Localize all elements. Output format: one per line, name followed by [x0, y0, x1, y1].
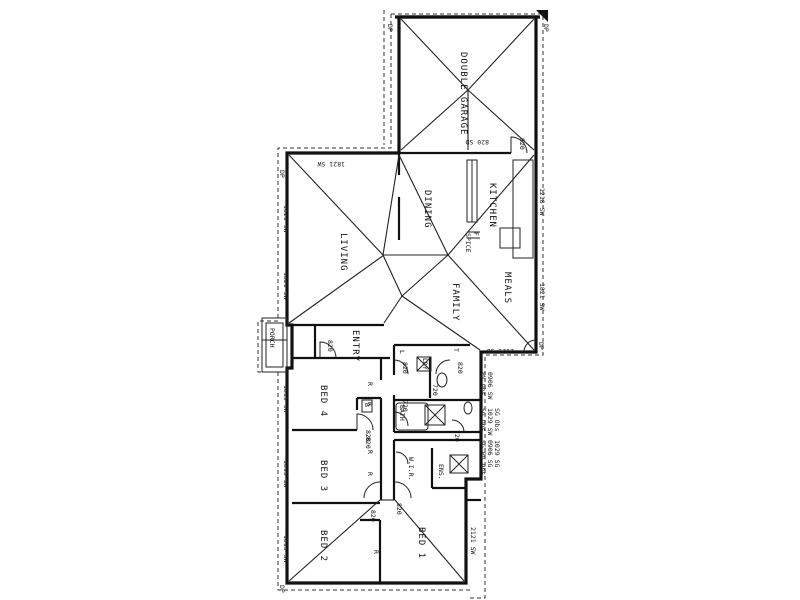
tag-720-ens: 720	[453, 430, 461, 442]
tag-820-bed2: 820	[369, 510, 377, 522]
dim-pv-obs: PV Obs	[479, 372, 487, 396]
corner-marker	[536, 10, 548, 22]
room-entry: ENTRY	[350, 330, 360, 362]
room-laundry: LDY	[421, 358, 429, 370]
room-living: LIVING	[338, 233, 348, 272]
room-family: FAMILY	[450, 283, 460, 322]
tag-dp-5: DP	[278, 585, 286, 593]
tag-fridge: F	[472, 232, 480, 236]
tag-dp-1: DP	[386, 24, 394, 32]
tags: DP DP DP DP DP 820 820 820 820 820 820 8…	[278, 24, 550, 593]
dim-1821-sw-meals: 1821 SW	[538, 283, 546, 310]
tag-820-bed1: 820	[395, 503, 403, 515]
fixtures	[361, 356, 473, 474]
tag-820-ldy: 820	[401, 362, 409, 374]
dim-2121-sd: 2121 SD	[487, 347, 514, 355]
eave-lines	[257, 10, 544, 599]
shower	[424, 404, 469, 474]
dim-sg-obs-1: SG Obs	[479, 408, 487, 432]
tag-720-bath: 720	[401, 400, 409, 412]
tag-robe-bed2: R	[372, 550, 380, 554]
room-wir: W.I.R.	[407, 457, 415, 480]
door-swings	[319, 136, 537, 499]
tag-dp-3: DP	[278, 170, 286, 178]
dim-1029-sw: 1029 SW	[486, 408, 494, 435]
dimension-labels: 820 SD 1218 SW 1821 SW 1821 SW 1821 SW 1…	[282, 138, 546, 562]
tag-dp-2: DP	[542, 24, 550, 32]
room-bed-1: BED 1	[416, 527, 426, 559]
dim-820-sd: 820 SD	[465, 138, 489, 146]
tag-dp-4: DP	[537, 342, 545, 350]
room-double-garage: DOUBLE GARAGE	[458, 52, 468, 135]
label-spice: SPICE	[464, 233, 472, 253]
dim-1029-sg: 1029 SG	[493, 440, 501, 467]
dim-2121-sw: 2121 SW	[469, 527, 477, 554]
tag-ldy-l: L	[398, 350, 406, 354]
tag-820-entry: 820	[326, 340, 334, 352]
dim-0906-sg: 0906 SG	[486, 440, 494, 467]
tag-820-bed4: 820	[364, 430, 372, 442]
room-labels: DOUBLE GARAGE KITCHEN DINING LIVING MEAL…	[268, 52, 512, 562]
dim-1815-sw-bed3: 1815 SW	[282, 460, 290, 487]
external-walls	[285, 15, 540, 585]
room-dining: DINING	[422, 190, 432, 229]
kitchen-bench	[466, 159, 534, 259]
tag-robe-bed4b: R	[366, 402, 374, 406]
tag-linen: B	[363, 403, 371, 407]
tag-720-wc: 720	[431, 384, 439, 396]
dim-1815-sw-bed4: 1815 SW	[282, 385, 290, 412]
tag-robe-bed4: R	[366, 382, 374, 386]
room-meals: MEALS	[502, 272, 512, 304]
bath-tub	[395, 402, 429, 431]
dim-1218-sw-kitchen: 1218 SW	[538, 188, 546, 215]
dim-1821-sw-living2: 1821 SW	[282, 272, 290, 299]
laundry-tub	[416, 356, 432, 372]
tag-820-ldy2: 820	[456, 362, 464, 374]
dim-1815-sw-bed2: 1815 SW	[282, 535, 290, 562]
room-bed-3: BED 3	[318, 460, 328, 492]
dim-sg-pv-obs: SG PV Obs	[479, 440, 487, 475]
room-kitchen: KITCHEN	[487, 183, 497, 228]
tag-ldy-t: T	[452, 348, 460, 352]
dim-sg-obs-2: SG Obs	[493, 408, 501, 432]
tag-robe-bed3: R	[366, 450, 374, 454]
room-porch: PORCH	[268, 328, 276, 348]
room-bed-4: BED 4	[318, 385, 328, 417]
dim-1821-sw-living1: 1821 SW	[282, 205, 290, 232]
roof-lines	[288, 18, 535, 582]
tag-820-bed3: 820	[364, 437, 372, 449]
porch	[261, 317, 288, 373]
room-ensuite: ENS.	[437, 464, 445, 480]
dim-0906-sw: 0906 SW	[486, 372, 494, 399]
tag-robe-bed3b: R	[366, 472, 374, 476]
interior-walls	[292, 151, 511, 583]
dim-1821-sw-top: 1821 SW	[318, 160, 345, 168]
linen-cupboard	[361, 399, 373, 413]
room-bed-2: BED 2	[318, 530, 328, 562]
room-bath: BATH	[398, 405, 406, 421]
wc	[436, 372, 473, 415]
tag-820-garage: 820	[518, 138, 526, 150]
